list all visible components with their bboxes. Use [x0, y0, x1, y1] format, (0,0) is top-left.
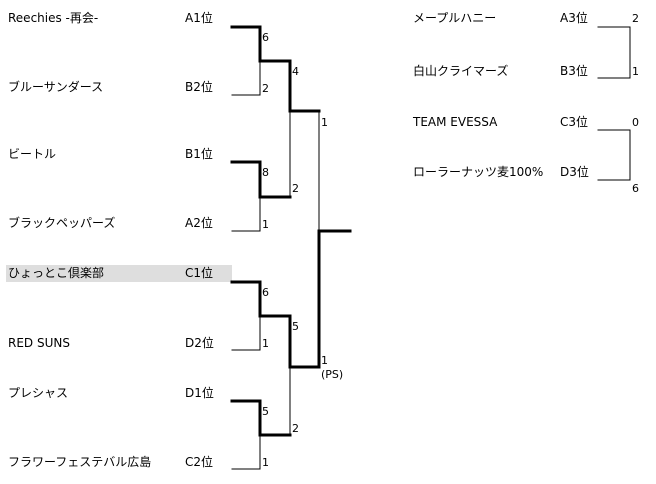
- score-label: 2: [632, 12, 639, 25]
- team-seed: B2位: [185, 80, 213, 94]
- score-label: 5: [292, 320, 299, 333]
- score-label: 1: [262, 456, 269, 469]
- score-label: 1: [262, 218, 269, 231]
- team-seed: C3位: [560, 115, 589, 129]
- qf4-loser-line: [231, 434, 261, 470]
- score-label: 8: [262, 166, 269, 179]
- team-name: ひょっとこ倶楽部: [8, 266, 105, 280]
- team-seed: A2位: [185, 216, 213, 230]
- team-name: RED SUNS: [8, 336, 70, 350]
- score-label: 5: [262, 405, 269, 418]
- score-label: 0: [632, 116, 639, 129]
- final-bottom-winner-line: [288, 229, 352, 369]
- score-label: 4: [292, 65, 299, 78]
- highlighted-row: [6, 265, 232, 282]
- cons2-line: [597, 129, 631, 181]
- score-label: 1: [321, 354, 328, 367]
- score-label: 1: [632, 65, 639, 78]
- penalty-shootout-note: (PS): [321, 368, 344, 381]
- team-seed: B1位: [185, 147, 213, 161]
- cons1-line: [597, 26, 631, 79]
- team-name: メープルハニー: [413, 11, 497, 25]
- team-seed: D2位: [185, 336, 214, 350]
- score-label: 1: [262, 337, 269, 350]
- qf1-loser-line: [231, 60, 261, 96]
- qf1-winner-line: [230, 25, 292, 113]
- team-seed: A3位: [560, 11, 588, 25]
- team-name: ブラックペッパーズ: [8, 216, 116, 230]
- team-name: 白山クライマーズ: [413, 64, 509, 78]
- team-seed: B3位: [560, 64, 588, 78]
- team-seed: A1位: [185, 11, 213, 25]
- score-label: 2: [292, 182, 299, 195]
- score-label: 2: [292, 422, 299, 435]
- team-name: ローラーナッツ麦100%: [413, 165, 544, 179]
- score-label: 2: [262, 82, 269, 95]
- team-name: ビートル: [8, 147, 57, 161]
- team-seed: C2位: [185, 455, 214, 469]
- score-label: 6: [632, 182, 639, 195]
- team-seed: D1位: [185, 386, 214, 400]
- qf3-winner-line: [230, 280, 292, 369]
- score-label: 6: [262, 286, 269, 299]
- score-label: 1: [321, 116, 328, 129]
- qf2-winner-line: [230, 160, 292, 199]
- qf2-loser-line: [231, 196, 261, 232]
- team-name: ブルーサンダース: [8, 80, 104, 94]
- qf4-winner-line: [230, 399, 292, 437]
- score-label: 6: [262, 31, 269, 44]
- qf3-loser-line: [231, 315, 261, 351]
- team-name: プレシャス: [8, 386, 69, 400]
- team-name: TEAM EVESSA: [413, 115, 498, 129]
- team-name: Reechies -再会-: [8, 11, 99, 25]
- team-name: フラワーフェステバル広島: [8, 455, 152, 469]
- team-seed: D3位: [560, 165, 589, 179]
- team-seed: C1位: [185, 266, 214, 280]
